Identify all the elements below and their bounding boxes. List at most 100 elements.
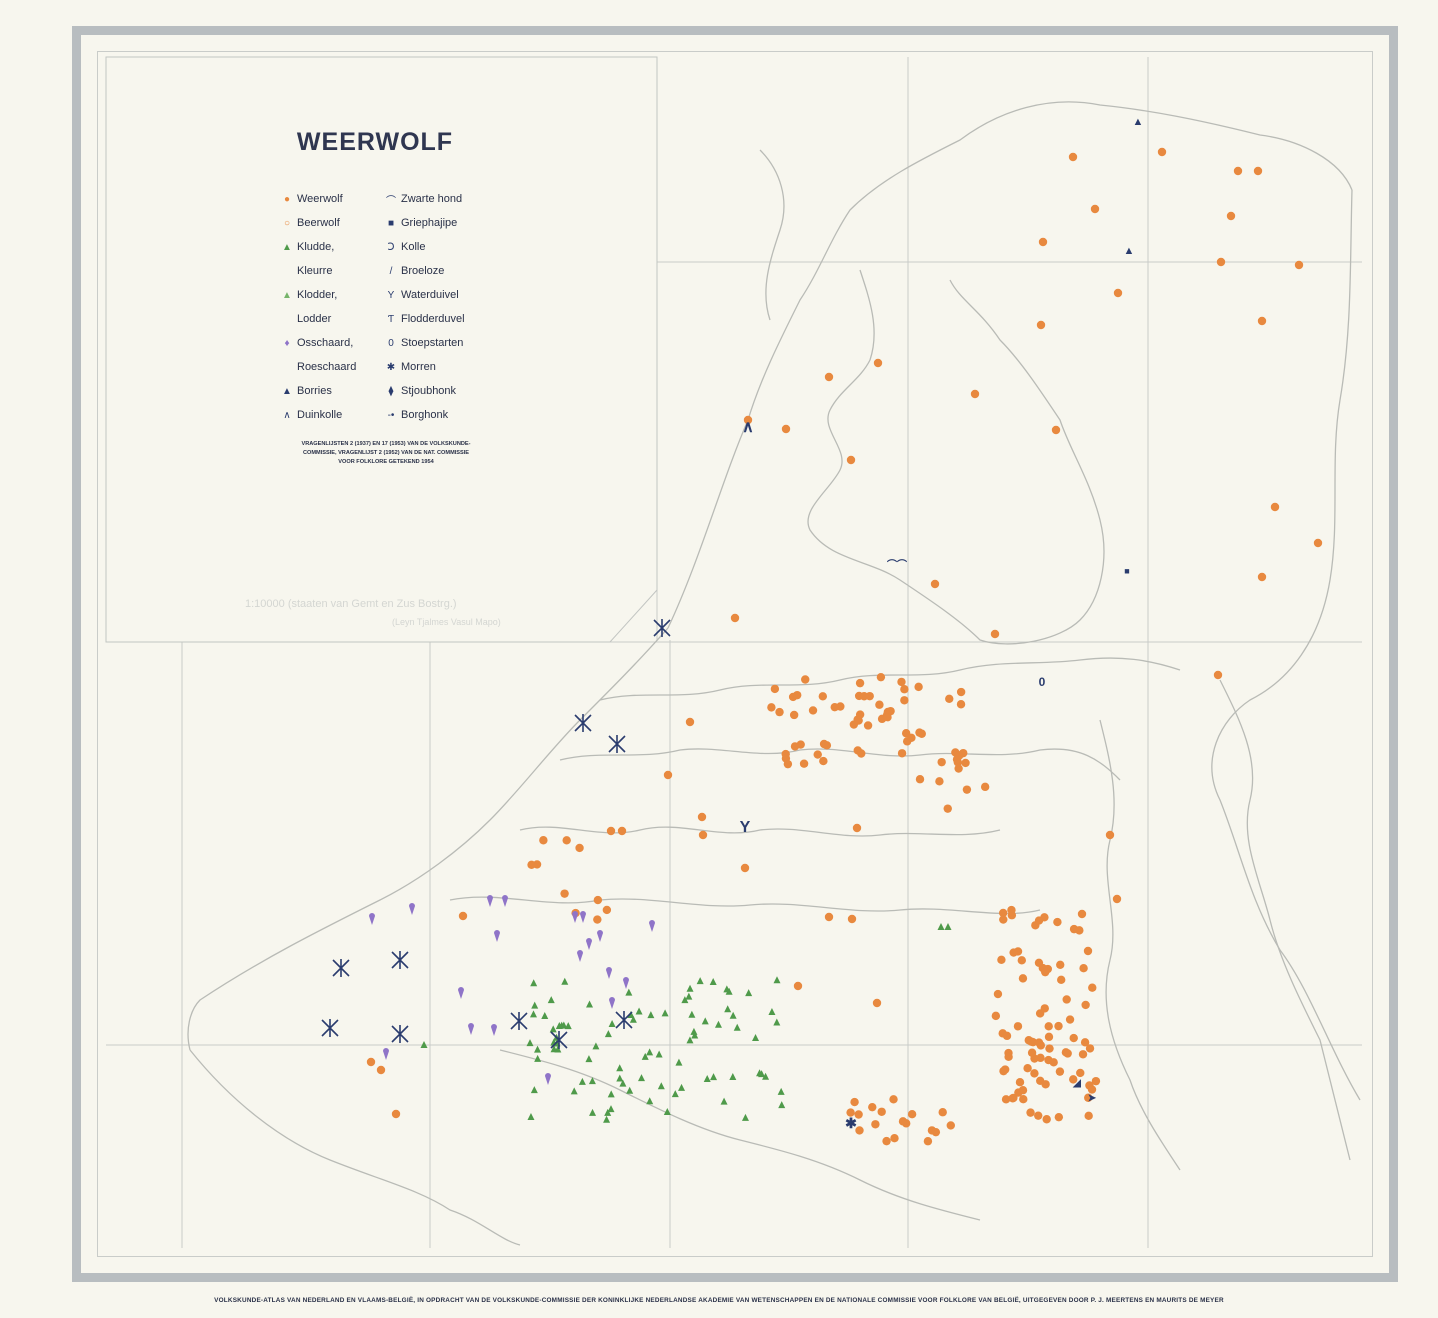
weerwolf-marker [1038, 237, 1048, 247]
kludde-marker [604, 1030, 612, 1038]
kludde-marker [592, 1042, 600, 1050]
legend-label: Klodder, [297, 289, 338, 301]
kludde-marker [675, 1058, 683, 1066]
legend-label: Borries [297, 385, 332, 397]
weerwolf-marker [808, 706, 818, 715]
weerwolf-marker [1090, 204, 1100, 214]
weerwolf-marker [1105, 830, 1115, 840]
legend-label: Flodderduvel [401, 313, 465, 325]
kludde-marker [588, 1077, 596, 1085]
kludde-marker [608, 1020, 616, 1028]
weerwolf-marker [1056, 960, 1065, 969]
osschaard-marker [409, 903, 415, 915]
inset-border [105, 56, 658, 643]
weerwolf-marker [907, 733, 916, 742]
weerwolf-marker [539, 836, 548, 845]
kludde-marker [745, 989, 753, 997]
weerwolf-marker [1087, 1085, 1097, 1094]
kludde-marker [530, 979, 538, 987]
osschaard-marker [623, 977, 629, 989]
map-symbols: ▲▲∧⌒⌒■0Y✱◢➤ [321, 116, 1323, 1146]
weerwolf-marker [961, 758, 970, 768]
hollow-orange-circle-icon: ○ [283, 217, 291, 229]
osschaard-marker [586, 938, 592, 950]
weerwolf-marker [970, 389, 980, 399]
kludde-marker [527, 1112, 535, 1120]
weerwolf-marker [1076, 1068, 1085, 1078]
navy-symbol-marker: ■ [1124, 566, 1129, 576]
kludde-marker [627, 1010, 635, 1018]
kludde-marker [937, 923, 945, 930]
kludde-marker [725, 987, 733, 995]
weerwolf-marker [1044, 1022, 1053, 1031]
weerwolf-marker [1051, 425, 1061, 435]
navy-oval-icon: 0 [388, 337, 394, 349]
kludde-marker [661, 1009, 669, 1017]
weerwolf-marker [898, 1117, 908, 1126]
weerwolf-marker [366, 1057, 376, 1067]
legend-item: /Broeloze [384, 259, 482, 283]
weerwolf-marker [562, 836, 571, 845]
kludde-marker [681, 996, 689, 1004]
weerwolf-marker [1007, 905, 1016, 915]
coastline [187, 101, 1361, 1246]
weerwolf-marker [914, 682, 923, 692]
map-inner-border [97, 51, 1373, 1257]
footer-caption: VOLKSKUNDE-ATLAS VAN NEDERLAND EN VLAAMS… [214, 1297, 1224, 1304]
legend-label: Stoepstarten [401, 337, 464, 349]
weerwolf-marker [1042, 1115, 1051, 1124]
weerwolf-marker [1213, 670, 1223, 680]
weerwolf-marker [1018, 1086, 1028, 1095]
weerwolf-marker [1253, 166, 1263, 176]
weerwolf-marker [997, 955, 1006, 964]
kludde-marker [690, 1027, 698, 1035]
weerwolf-marker [1068, 152, 1078, 162]
weerwolf-marker [900, 685, 909, 694]
weerwolf-marker [1049, 1058, 1058, 1067]
weerwolf-marker [617, 826, 627, 836]
kludde-marker [703, 1075, 711, 1083]
weerwolf-marker [1034, 1038, 1044, 1047]
navy-cluster-marker [321, 1019, 339, 1037]
kludde-marker [714, 1020, 722, 1028]
navy-symbol-marker: Y [740, 819, 751, 836]
weerwolf-marker [1054, 1112, 1064, 1122]
weerwolf-marker [954, 764, 963, 773]
weerwolf-marker [824, 912, 834, 922]
kludde-marker [526, 1039, 534, 1047]
weerwolf-marker [575, 843, 584, 853]
weerwolf-marker [1084, 1111, 1093, 1121]
kludde-marker [752, 1033, 760, 1041]
navy-symbol-marker: ◢ [1072, 1078, 1081, 1089]
weerwolf-marker [793, 690, 802, 700]
weerwolf-marker [1018, 974, 1028, 983]
kludde-marker [549, 1025, 557, 1033]
weerwolf-marker [799, 759, 809, 768]
osschaard-marker [491, 1024, 497, 1036]
weerwolf-marker [956, 687, 966, 697]
weerwolf-marker [855, 710, 865, 719]
weerwolf-marker [993, 989, 1003, 999]
legend-label: Kleurre [297, 265, 333, 277]
weerwolf-marker [602, 905, 612, 915]
weerwolf-marker [1004, 1052, 1013, 1062]
weerwolf-marker [1041, 967, 1050, 977]
kludde-marker [685, 992, 693, 1000]
weerwolf-marker [790, 742, 800, 751]
weerwolf-marker [923, 1137, 933, 1146]
weerwolf-marker [1257, 316, 1267, 326]
kludde-marker [678, 1083, 686, 1091]
weerwolf-marker [876, 672, 886, 682]
kludde-marker [741, 1113, 749, 1121]
navy-symbol-marker: ⌒⌒ [886, 558, 907, 571]
weerwolf-marker [1081, 1000, 1090, 1010]
kludde-marker [560, 1021, 568, 1029]
weerwolf-marker [946, 1121, 955, 1130]
navy-symbol-marker: ∧ [742, 419, 754, 436]
weerwolf-marker [999, 915, 1008, 924]
weerwolf-marker [1017, 956, 1026, 965]
kludde-marker [550, 1045, 558, 1053]
